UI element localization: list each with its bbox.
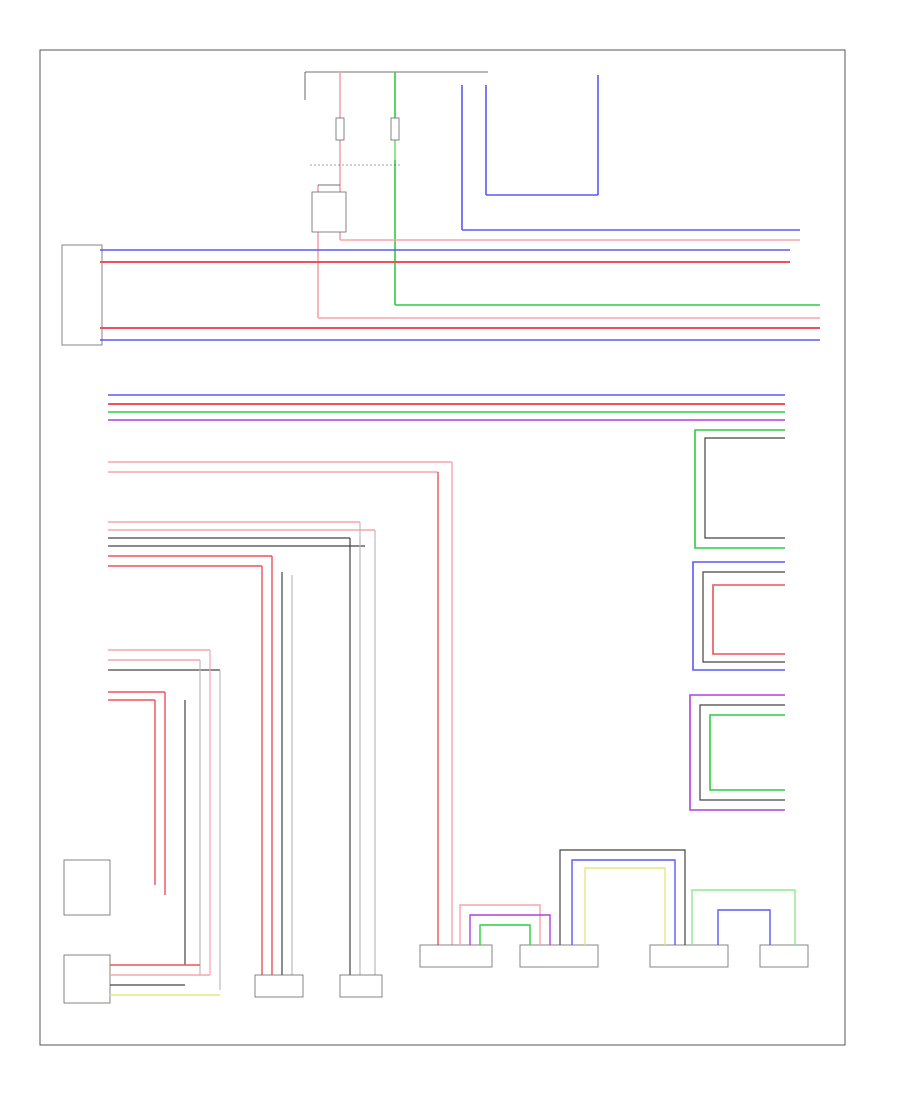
fuse-box (390, 117, 400, 141)
main-bus (108, 394, 785, 421)
relay-block (311, 191, 347, 233)
connector-left-low (63, 954, 111, 1004)
upper-bus (61, 244, 820, 346)
diagram-frame (39, 49, 846, 1046)
right-wiring (689, 429, 785, 811)
component-box-1 (254, 974, 304, 998)
component-box-5 (649, 944, 729, 968)
component-box-6 (759, 944, 809, 968)
connector-left-mid (63, 859, 111, 916)
component-box-4 (519, 944, 599, 968)
fuse-section (304, 71, 800, 318)
component-box-2 (339, 974, 383, 998)
connector-left-upper (61, 244, 103, 346)
component-box-3 (419, 944, 493, 968)
fuse-box (335, 117, 345, 141)
left-wiring (63, 461, 453, 1004)
bottom-components (254, 849, 809, 998)
